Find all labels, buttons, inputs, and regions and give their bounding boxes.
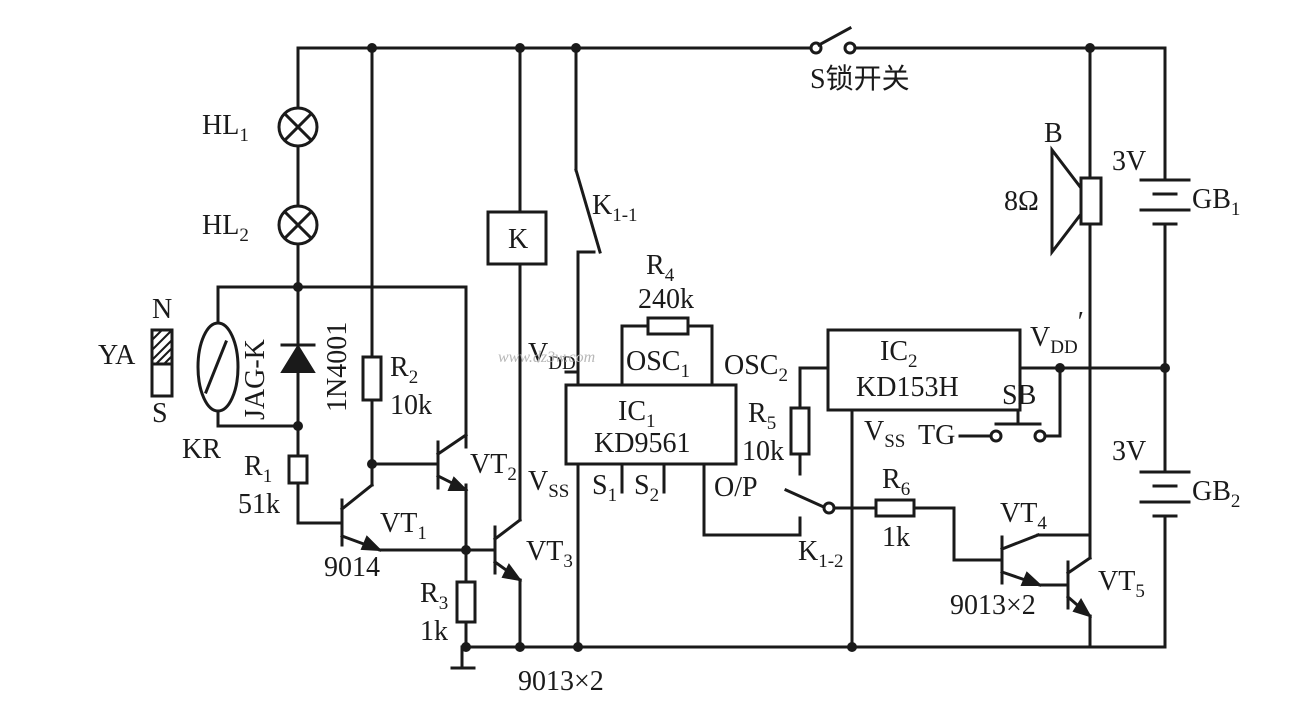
lamp-hl1-icon bbox=[277, 106, 319, 148]
resistor-r2 bbox=[361, 355, 383, 402]
label-vt3: VT3 bbox=[526, 536, 573, 572]
diode-1n4001-icon bbox=[280, 343, 316, 373]
label-r1: R1 bbox=[244, 451, 272, 487]
label-ic2-vdd: VDD′ bbox=[1030, 307, 1084, 358]
label-r6-value: 1k bbox=[882, 522, 910, 553]
label-speaker-b: B bbox=[1044, 118, 1063, 149]
label-ic2-tg: TG bbox=[918, 420, 955, 451]
push-button-sb bbox=[989, 410, 1047, 443]
label-ic2-part: KD153H bbox=[856, 372, 959, 403]
label-gb1: GB1 bbox=[1192, 184, 1240, 220]
label-vt23-type: 9013×2 bbox=[518, 666, 604, 697]
lock-switch-s bbox=[809, 25, 857, 55]
label-ic1-s1: S1 bbox=[592, 470, 617, 506]
resistor-r3 bbox=[455, 580, 477, 624]
label-ic1-vdd: VDD bbox=[528, 338, 576, 374]
resistor-r5 bbox=[789, 406, 811, 456]
label-vt45-type: 9013×2 bbox=[950, 590, 1036, 621]
label-gb2-volt: 3V bbox=[1112, 436, 1146, 467]
ic1-kd9561-chip bbox=[564, 383, 738, 466]
lamp-hl2-icon bbox=[277, 204, 319, 246]
battery-gb1-icon bbox=[1139, 178, 1191, 226]
label-ic1-s2: S2 bbox=[634, 470, 659, 506]
speaker-b-icon bbox=[1050, 145, 1103, 257]
label-magnet-n: N bbox=[152, 294, 172, 325]
label-r1-value: 51k bbox=[238, 489, 280, 520]
label-ic1-op: O/P bbox=[714, 472, 758, 503]
label-r6: R6 bbox=[882, 464, 910, 500]
label-k1-2: K1-2 bbox=[798, 536, 844, 572]
label-ic2-vss: VSS bbox=[864, 416, 905, 452]
label-vt1-type: 9014 bbox=[324, 552, 380, 583]
label-r4: R4 bbox=[646, 250, 675, 286]
label-jagk: JAG-K bbox=[240, 339, 271, 420]
label-relay-k: K bbox=[508, 224, 528, 255]
resistor-r4 bbox=[646, 316, 690, 336]
label-hl1: HL1 bbox=[202, 110, 249, 146]
magnet-ya-icon bbox=[150, 328, 174, 398]
watermark-text: www.dz3w.com bbox=[498, 349, 595, 366]
label-ic2-osc2: OSC2 bbox=[724, 350, 788, 386]
label-magnet-s: S bbox=[152, 398, 168, 429]
label-r5-value: 10k bbox=[742, 436, 784, 467]
wiring bbox=[216, 46, 1167, 670]
label-ic2: IC2 bbox=[880, 336, 918, 372]
transistor-vt3 bbox=[492, 517, 523, 583]
label-vt4: VT4 bbox=[1000, 498, 1047, 534]
label-vt1: VT1 bbox=[380, 508, 427, 544]
transistor-vt5 bbox=[1065, 555, 1093, 619]
label-ic1-part: KD9561 bbox=[594, 428, 690, 459]
resistor-r6 bbox=[874, 498, 916, 518]
junction-dots bbox=[293, 43, 1170, 652]
label-r5: R5 bbox=[748, 398, 776, 434]
transistor-vt2 bbox=[435, 285, 469, 493]
label-diode: 1N4001 bbox=[322, 322, 353, 412]
label-kr: KR bbox=[182, 434, 221, 465]
label-k1-1: K1-1 bbox=[592, 190, 638, 226]
ic2-kd153h-chip bbox=[826, 328, 1022, 412]
label-r3: R3 bbox=[420, 578, 448, 614]
label-s-lock-switch: S锁开关 bbox=[810, 63, 910, 95]
label-speaker-impedance: 8Ω bbox=[1004, 186, 1039, 217]
label-r4-value: 240k bbox=[638, 284, 694, 315]
label-r2: R2 bbox=[390, 352, 418, 388]
label-vt5: VT5 bbox=[1098, 566, 1145, 602]
label-ya: YA bbox=[98, 340, 136, 371]
label-ic1-vss: VSS bbox=[528, 466, 569, 502]
label-r2-value: 10k bbox=[390, 390, 432, 421]
label-vt2: VT2 bbox=[470, 449, 517, 485]
resistor-r1 bbox=[287, 454, 309, 485]
reed-switch-kr bbox=[196, 321, 240, 413]
label-gb1-volt: 3V bbox=[1112, 146, 1146, 177]
transistor-vt1 bbox=[339, 482, 383, 552]
relay-contact-k1-1 bbox=[574, 168, 602, 254]
label-hl2: HL2 bbox=[202, 210, 249, 246]
label-sb: SB bbox=[1002, 380, 1036, 411]
label-r3-value: 1k bbox=[420, 616, 448, 647]
label-ic1: IC1 bbox=[618, 396, 656, 432]
label-gb2: GB2 bbox=[1192, 476, 1240, 512]
battery-gb2-icon bbox=[1139, 470, 1191, 518]
label-ic1-osc1: OSC1 bbox=[626, 346, 690, 382]
transistor-vt4 bbox=[1000, 533, 1070, 587]
relay-contact-k1-2 bbox=[784, 488, 836, 515]
relay-k-coil bbox=[486, 210, 548, 266]
